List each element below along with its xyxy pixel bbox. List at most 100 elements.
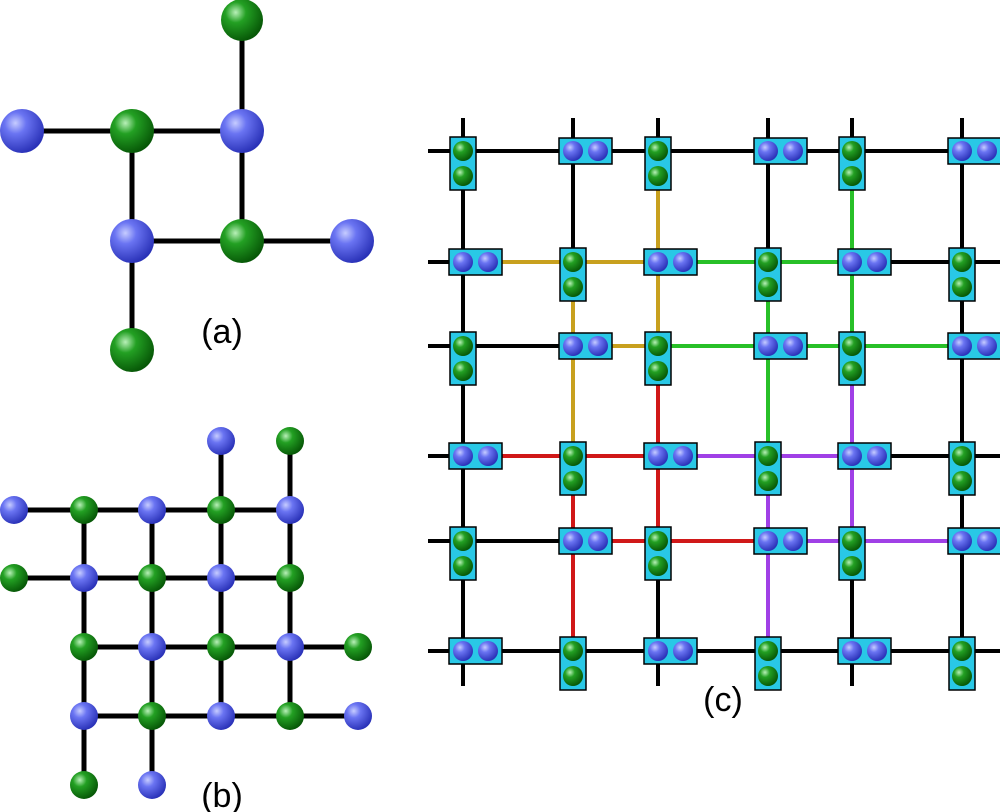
panel-b-atoms (0, 427, 372, 799)
atom-blue (276, 633, 304, 661)
atom-green (842, 141, 862, 161)
atom-blue (453, 641, 473, 661)
atom-green (453, 361, 473, 381)
dimer-green-vertical (838, 331, 866, 386)
atom-green (276, 702, 304, 730)
atom-blue (977, 531, 997, 551)
dimer-green-vertical (948, 441, 976, 496)
atom-green (648, 141, 668, 161)
dimer-blue-horizontal (448, 442, 503, 470)
atom-green (110, 109, 154, 153)
atom-green (276, 427, 304, 455)
atom-green (648, 336, 668, 356)
atom-blue (977, 141, 997, 161)
atom-green (952, 277, 972, 297)
atom-blue (673, 446, 693, 466)
atom-green (221, 0, 263, 41)
atom-blue (783, 336, 803, 356)
atom-green (842, 531, 862, 551)
panel-b-bonds (14, 441, 358, 785)
atom-blue (758, 531, 778, 551)
panel-c-colored-loops (461, 149, 964, 653)
atom-green (110, 328, 154, 372)
atom-green (207, 496, 235, 524)
atom-green (563, 446, 583, 466)
atom-blue (952, 336, 972, 356)
atom-blue (138, 633, 166, 661)
atom-blue (648, 641, 668, 661)
dimer-green-vertical (838, 526, 866, 581)
atom-blue (783, 141, 803, 161)
atom-green (563, 277, 583, 297)
atom-blue (478, 446, 498, 466)
atom-green (648, 361, 668, 381)
atom-green (952, 252, 972, 272)
dimer-blue-horizontal (643, 248, 698, 276)
atom-green (70, 633, 98, 661)
atom-green (648, 531, 668, 551)
dimer-blue-horizontal (643, 442, 698, 470)
atom-blue (207, 564, 235, 592)
atom-blue (673, 641, 693, 661)
dimer-blue-horizontal (558, 527, 613, 555)
atom-green (952, 666, 972, 686)
atom-green (220, 219, 264, 263)
atom-blue (648, 252, 668, 272)
panel-a-atoms (0, 0, 374, 372)
dimer-blue-horizontal (448, 248, 503, 276)
atom-blue (867, 641, 887, 661)
atom-blue (952, 141, 972, 161)
atom-green (453, 336, 473, 356)
atom-green (758, 277, 778, 297)
atom-green (758, 471, 778, 491)
atom-blue (758, 336, 778, 356)
atom-blue (330, 219, 374, 263)
atom-blue (588, 336, 608, 356)
atom-blue (276, 496, 304, 524)
atom-blue (648, 446, 668, 466)
dimer-green-vertical (948, 247, 976, 302)
atom-green (563, 666, 583, 686)
atom-green (207, 633, 235, 661)
dimer-green-vertical (838, 136, 866, 191)
panel-a-label: (a) (201, 313, 243, 351)
atom-blue (563, 336, 583, 356)
dimer-green-vertical (559, 247, 587, 302)
atom-blue (842, 446, 862, 466)
atom-blue (867, 252, 887, 272)
dimer-blue-horizontal (753, 137, 808, 165)
atom-blue (563, 531, 583, 551)
atom-blue (344, 702, 372, 730)
atom-blue (138, 496, 166, 524)
atom-green (758, 641, 778, 661)
dimer-blue-horizontal (837, 442, 892, 470)
atom-green (758, 666, 778, 686)
atom-green (453, 166, 473, 186)
dimer-blue-horizontal (753, 527, 808, 555)
panel-c-grid-lines (428, 118, 1000, 686)
atom-green (563, 471, 583, 491)
dimer-green-vertical (644, 526, 672, 581)
atom-green (138, 702, 166, 730)
atom-green (842, 336, 862, 356)
atom-green (758, 252, 778, 272)
atom-blue (0, 109, 44, 153)
panel-a: (a) (0, 0, 374, 372)
dimer-green-vertical (449, 526, 477, 581)
atom-green (758, 446, 778, 466)
dimer-green-vertical (559, 636, 587, 691)
dimer-green-vertical (449, 136, 477, 191)
panel-c-label: (c) (703, 681, 743, 719)
atom-blue (673, 252, 693, 272)
panel-a-bonds (22, 20, 352, 350)
atom-blue (0, 496, 28, 524)
atom-blue (478, 641, 498, 661)
atom-green (563, 252, 583, 272)
dimer-green-vertical (559, 441, 587, 496)
atom-green (842, 556, 862, 576)
dimer-blue-horizontal (448, 637, 503, 665)
atom-green (842, 361, 862, 381)
atom-blue (783, 531, 803, 551)
atom-green (952, 641, 972, 661)
